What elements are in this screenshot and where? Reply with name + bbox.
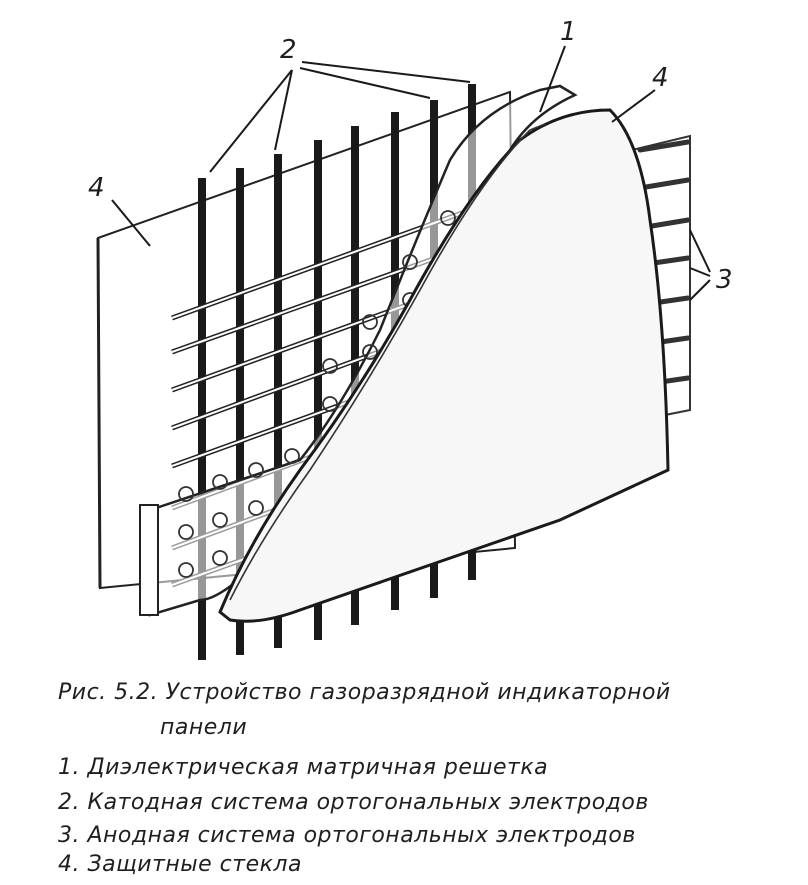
matrix-hole [402, 254, 418, 270]
matrix-hole [178, 524, 194, 540]
leader-2-a [209, 69, 293, 173]
label-4-right: 4 [652, 63, 669, 93]
caption-item-1: 1. Диэлектрическая матричная решетка [58, 755, 549, 780]
matrix-hole [212, 550, 228, 566]
caption-item-4: 4. Защитные стекла [58, 852, 302, 877]
matrix-hole [362, 344, 378, 360]
dielectric-matrix-edge [139, 504, 159, 616]
leader-4-right [611, 89, 656, 123]
matrix-hole [322, 358, 338, 374]
front-glass-edge [229, 123, 546, 601]
leader-2-d [301, 61, 471, 83]
matrix-hole [440, 210, 456, 226]
leader-3-b [689, 267, 711, 277]
caption-title-line1: Рис. 5.2. Устройство газоразрядной индик… [58, 680, 671, 705]
matrix-hole [284, 448, 300, 464]
matrix-hole [248, 500, 264, 516]
caption-item-3: 3. Анодная система ортогональных электро… [58, 823, 636, 848]
front-protective-glass [218, 108, 670, 623]
leader-4-left [111, 199, 151, 247]
matrix-hole [178, 562, 194, 578]
anode-stub [637, 139, 691, 153]
label-1: 1 [560, 17, 577, 47]
matrix-hole [212, 474, 228, 490]
leader-2-c [299, 67, 431, 99]
label-3: 3 [716, 265, 733, 295]
leader-1 [539, 45, 566, 113]
leader-3-c [689, 279, 711, 301]
matrix-hole [248, 462, 264, 478]
matrix-hole [212, 512, 228, 528]
label-4-left: 4 [88, 173, 105, 203]
matrix-hole [362, 314, 378, 330]
back-glass-edge [96, 237, 102, 589]
leader-2-b [274, 69, 293, 151]
caption-item-2: 2. Катодная система ортогональных электр… [58, 790, 649, 815]
label-2: 2 [280, 35, 297, 65]
anode-stub [637, 177, 691, 191]
matrix-hole [178, 486, 194, 502]
caption-title-line2: панели [160, 715, 248, 740]
matrix-hole [322, 396, 338, 412]
leader-3-a [689, 229, 711, 273]
gas-discharge-panel-diagram: 2 1 4 4 3 [88, 17, 733, 660]
